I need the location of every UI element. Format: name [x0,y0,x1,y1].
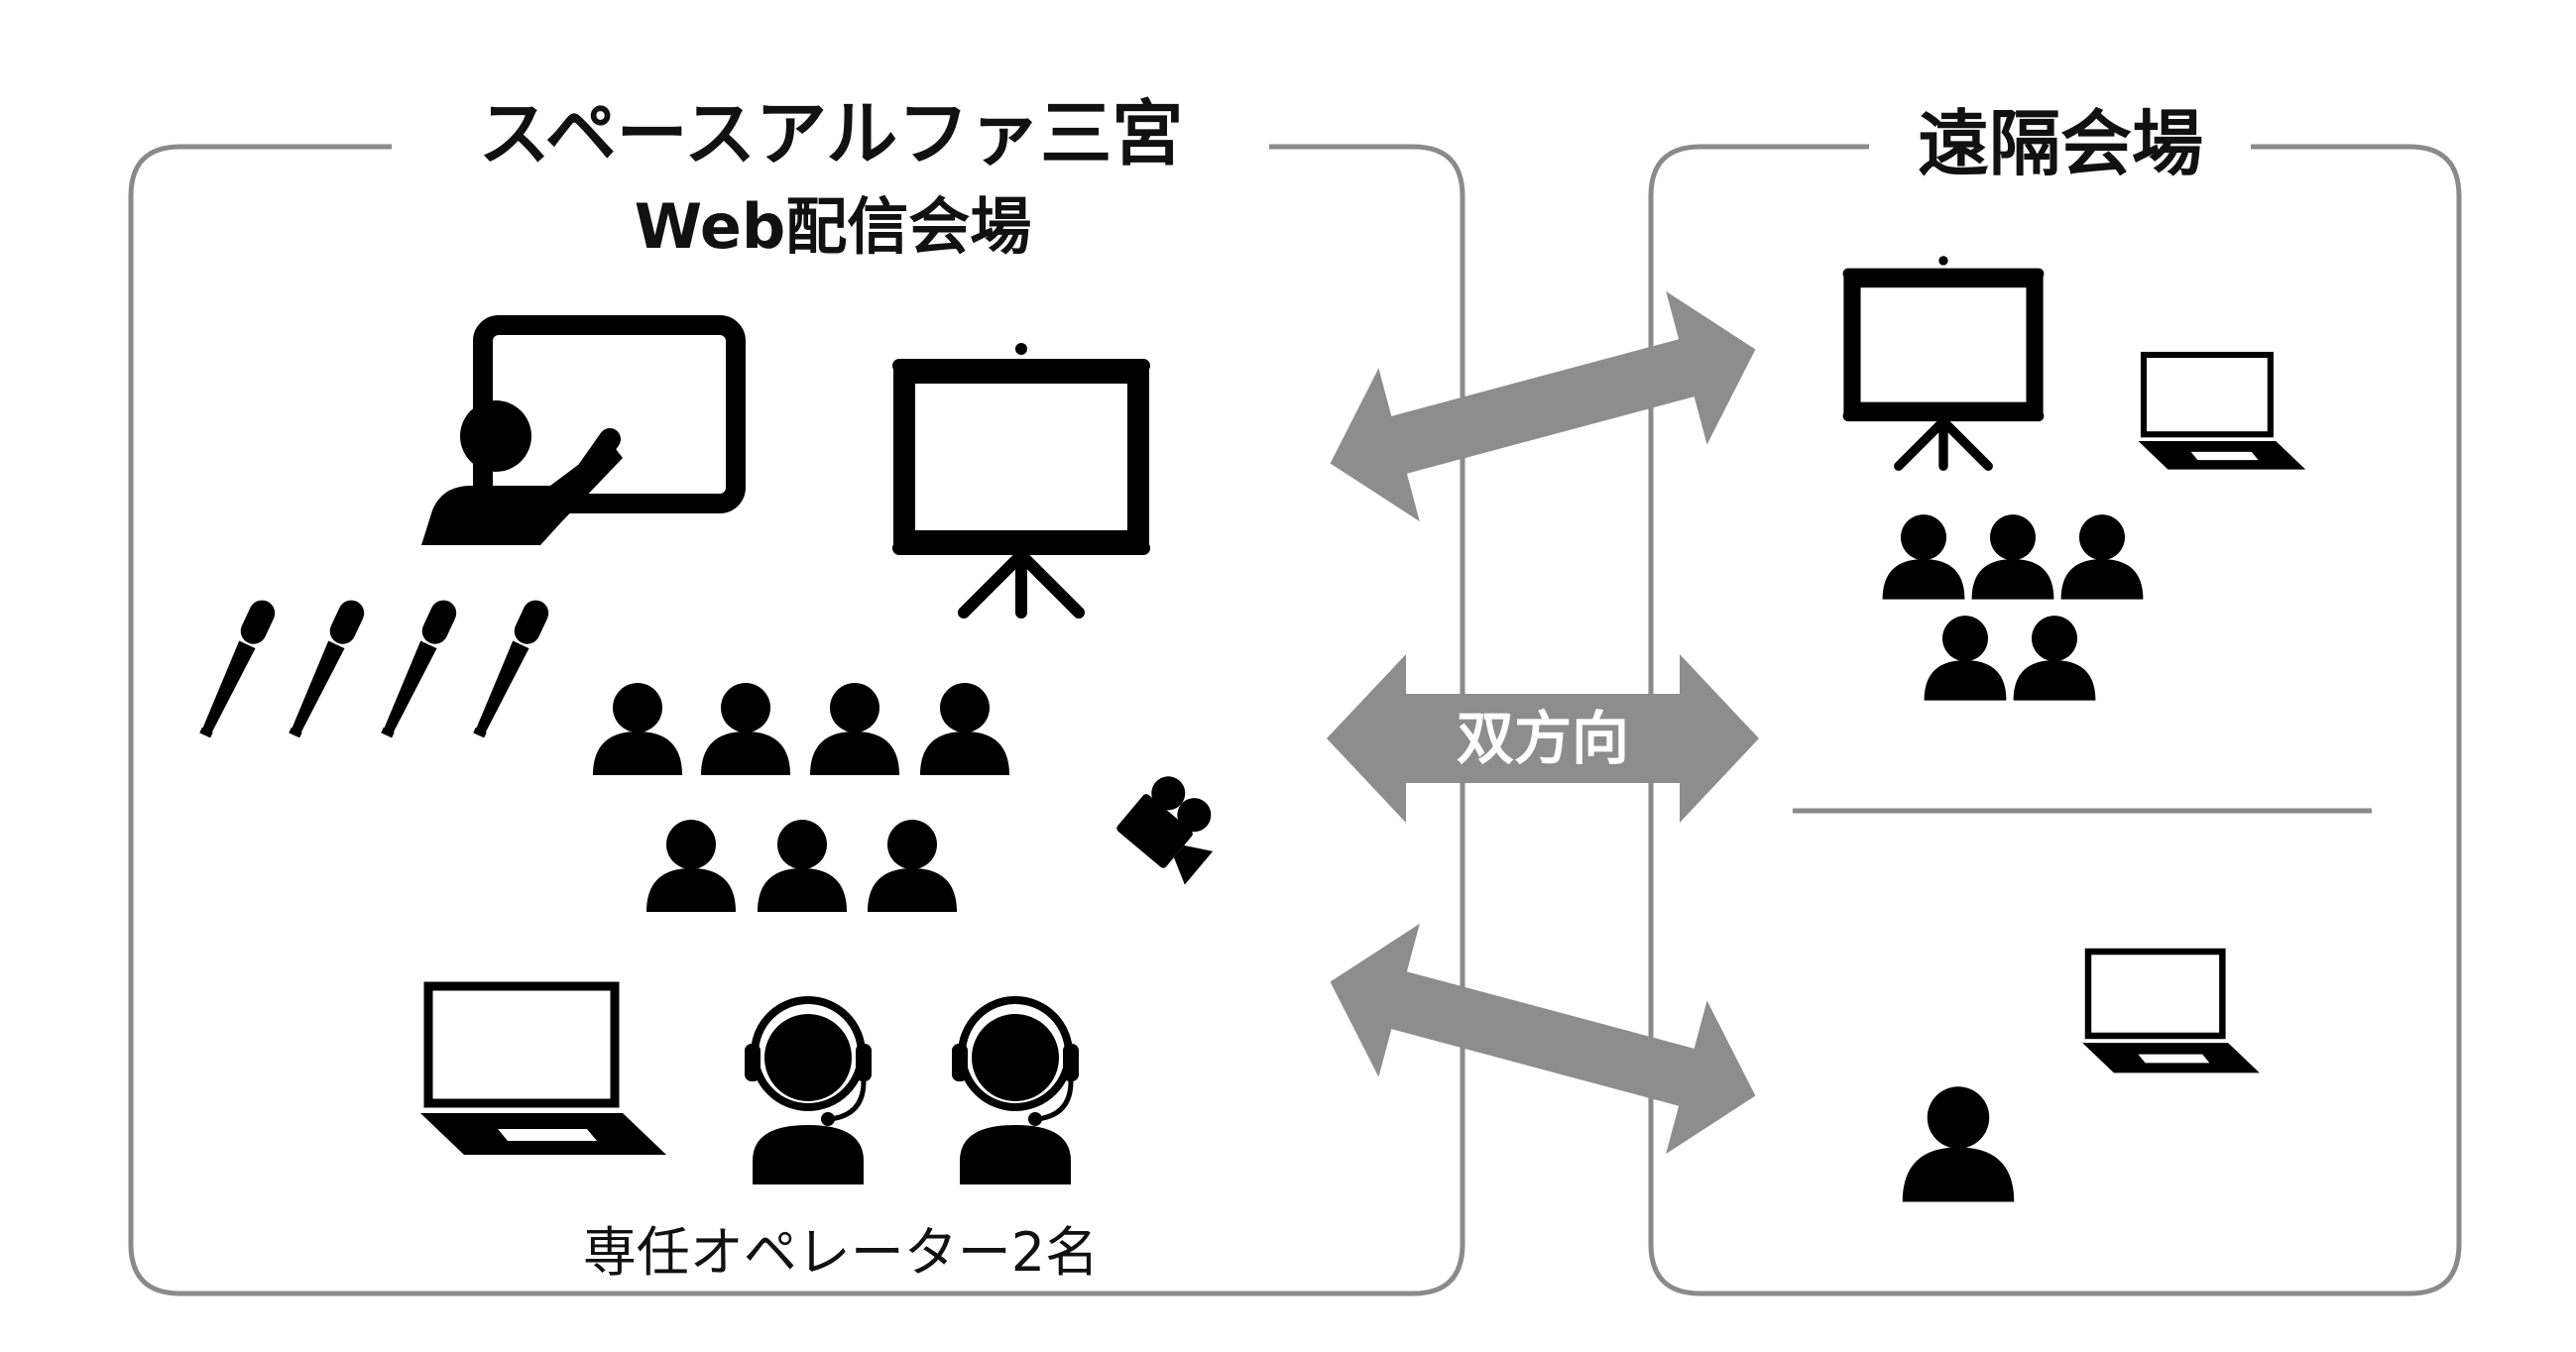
video-camera-icon [1116,776,1214,885]
double-arrow-bottom [1330,923,1756,1155]
venue-subtitle: Web配信会場 [635,190,1032,263]
double-arrow-middle: 双方向 [1327,654,1759,823]
operator-headset-icon [952,1000,1079,1184]
microphone-icon [194,596,279,737]
venue-panel: スペースアルファ三宮 Web配信会場 [128,92,1465,1296]
microphone-icon [284,596,368,737]
person-icon [1902,1086,2015,1202]
projector-screen-icon [892,343,1150,613]
bidirectional-label: 双方向 [1457,705,1629,772]
venue-title: スペースアルファ三宮 [479,92,1184,175]
laptop-icon [2082,952,2260,1072]
microphone-icon [468,596,552,737]
connection-arrows: 双方向 [1327,290,1759,1155]
laptop-icon [2139,355,2306,470]
microphone-icon [376,596,460,737]
operator-caption: 専任オペレーター2名 [583,1221,1099,1284]
microphones [194,596,552,737]
remote-panel: 遠隔会場 [1648,102,2462,1296]
remote-title: 遠隔会場 [1918,102,2203,185]
remote-frame [1648,144,2462,1296]
venue-frame [128,144,1465,1296]
audience-icon [593,683,1009,912]
operator-headset-icon [745,1000,872,1184]
laptop-icon [420,986,666,1155]
double-arrow-top [1330,290,1756,522]
projector-screen-icon [1843,256,2045,466]
presenter-icon [421,315,746,545]
audience-icon [1882,514,2144,701]
